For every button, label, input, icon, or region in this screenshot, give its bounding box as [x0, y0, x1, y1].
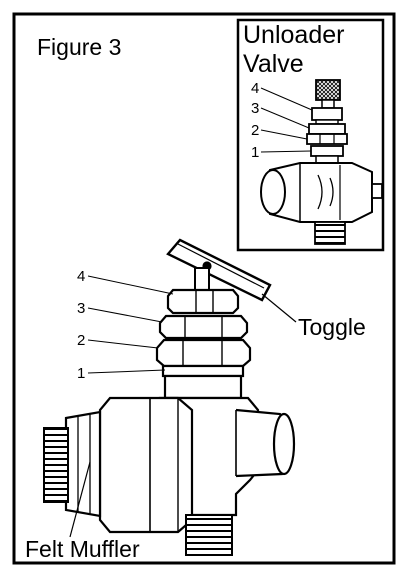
inset-title-line1: Unloader — [243, 21, 344, 49]
felt-muffler — [64, 410, 102, 518]
main-callout-3: 3 — [77, 300, 85, 317]
inset-title-line2: Valve — [243, 50, 304, 78]
inset-unloader-valve: Unloader Valve 4 3 2 1 — [236, 18, 385, 252]
muffler-thread — [43, 427, 69, 503]
toggle-label: Toggle — [298, 314, 366, 340]
main-part-1 — [161, 364, 245, 378]
inset-valve-body — [269, 162, 373, 223]
inset-callout-3: 3 — [251, 100, 259, 117]
main-callout-1: 1 — [77, 365, 85, 382]
inset-callout-2: 2 — [251, 122, 259, 139]
main-part-3 — [158, 314, 249, 340]
main-callout-4: 4 — [77, 268, 85, 285]
inset-bottom-thread — [314, 221, 346, 245]
main-part-2 — [155, 338, 252, 368]
inset-callout-1: 1 — [251, 144, 259, 161]
inset-part-4 — [311, 107, 343, 121]
main-callout-2: 2 — [77, 332, 85, 349]
felt-muffler-label: Felt Muffler — [25, 536, 140, 562]
main-part-4 — [166, 288, 240, 315]
toggle-stem — [194, 267, 210, 291]
inset-knob — [315, 79, 341, 101]
inset-part-3 — [308, 123, 346, 135]
toggle-lever — [166, 238, 272, 302]
inset-part-2 — [306, 133, 348, 145]
toggle-leader — [261, 293, 297, 323]
main-pilot-valve — [43, 238, 296, 556]
inset-callout-4: 4 — [251, 80, 259, 97]
bottom-thread — [185, 514, 233, 556]
figure-title: Figure 3 — [37, 34, 121, 60]
inset-part-1 — [310, 145, 344, 157]
muffler-leader — [69, 461, 91, 538]
